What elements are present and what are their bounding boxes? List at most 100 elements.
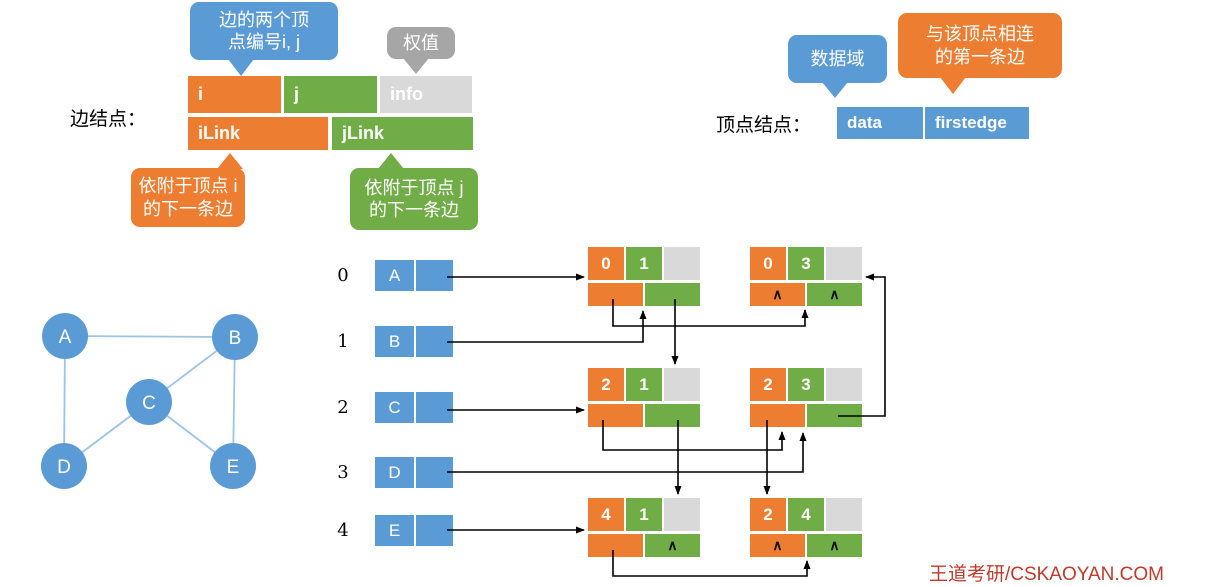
edge-i-cell: 0 bbox=[750, 247, 786, 280]
edge-jlink-cell: ∧ bbox=[807, 283, 862, 306]
callout-line: 数据域 bbox=[810, 48, 865, 69]
edge-j-cell: 4 bbox=[788, 498, 824, 531]
callout-firstedge: 与该顶点相连 的第一条边 bbox=[898, 13, 1062, 94]
edge-jlink-cell bbox=[807, 404, 862, 427]
edge-j-cell: 3 bbox=[788, 247, 824, 280]
callout-line: 的下一条边 bbox=[143, 198, 233, 219]
edge-j-cell: 1 bbox=[626, 498, 662, 531]
arrow-B-firstedge bbox=[447, 310, 647, 343]
edge-info-cell bbox=[826, 498, 862, 531]
proto-data-cell: data bbox=[837, 107, 923, 139]
graph-vertex-label: E bbox=[227, 457, 240, 478]
callout-line: 依附于顶点 j bbox=[364, 177, 464, 198]
vertex-firstedge-cell bbox=[416, 457, 453, 488]
graph-edge-B-E bbox=[232, 336, 236, 467]
edge-node-4-1: 4 1 ∧ bbox=[588, 498, 700, 557]
callout-ilink: 依附于顶点 i 的下一条边 bbox=[131, 153, 245, 227]
vertex-data-cell: E bbox=[375, 515, 414, 546]
proto-ilink-cell: iLink bbox=[188, 117, 328, 150]
callout-data-field: 数据域 bbox=[788, 35, 887, 98]
edge-info-cell bbox=[664, 368, 700, 401]
edge-i-cell: 0 bbox=[588, 247, 624, 280]
graph-vertex-label: B bbox=[229, 328, 242, 349]
vertex-data-cell: C bbox=[375, 392, 414, 423]
vertex-index: 0 bbox=[337, 265, 349, 286]
edge-i-cell: 4 bbox=[588, 498, 624, 531]
callout-edge-endpoints: 边的两个顶 点编号i, j bbox=[190, 2, 338, 76]
watermark: 王道考研/CSKAOYAN.COM bbox=[928, 564, 1164, 585]
graph-vertex-D bbox=[41, 443, 87, 489]
edge-node-0-1: 0 1 bbox=[588, 247, 700, 306]
edge-jlink-cell: ∧ bbox=[807, 534, 862, 557]
callout-line: 依附于顶点 i bbox=[138, 176, 238, 196]
graph-vertex-B bbox=[212, 314, 258, 360]
edge-j-cell: 1 bbox=[626, 368, 662, 401]
vertex-row-C: 2 C bbox=[330, 392, 455, 423]
edge-node-2-1: 2 1 bbox=[588, 368, 700, 427]
callout-weight: 权值 bbox=[387, 27, 455, 74]
arrow-D-firstedge bbox=[447, 432, 807, 473]
edge-ilink-cell bbox=[588, 534, 643, 557]
vertex-row-B: 1 B bbox=[330, 326, 455, 357]
edge-jlink-cell bbox=[645, 404, 700, 427]
edge-j-cell: 3 bbox=[788, 368, 824, 401]
graph-vertices: A B C D E bbox=[41, 313, 258, 489]
graph-edge-B-C bbox=[148, 336, 236, 403]
graph-vertex-label: A bbox=[59, 327, 72, 348]
vertex-index: 3 bbox=[337, 462, 349, 483]
callout-line: 点编号i, j bbox=[228, 32, 300, 52]
proto-firstedge-cell: firstedge bbox=[925, 107, 1029, 139]
graph-vertex-C bbox=[126, 379, 172, 425]
vertex-row-E: 4 E bbox=[330, 515, 455, 546]
callout-line: 的下一条边 bbox=[369, 200, 459, 220]
vertex-firstedge-cell bbox=[416, 392, 453, 423]
proto-info-cell: info bbox=[380, 76, 472, 113]
graph-vertex-label: C bbox=[142, 393, 156, 414]
edge-ilink-cell bbox=[588, 283, 643, 306]
edge-info-cell bbox=[826, 368, 862, 401]
callout-line: 的第一条边 bbox=[935, 46, 1025, 67]
edge-ilink-cell: ∧ bbox=[750, 534, 805, 557]
edge-jlink-cell: ∧ bbox=[645, 534, 700, 557]
callout-jlink: 依附于顶点 j 的下一条边 bbox=[350, 153, 478, 230]
edge-i-cell: 2 bbox=[588, 368, 624, 401]
graph-vertex-E bbox=[210, 443, 256, 489]
vertex-data-cell: A bbox=[375, 260, 414, 291]
vertex-index: 4 bbox=[337, 520, 349, 541]
edge-ilink-cell: ∧ bbox=[750, 283, 805, 306]
graph-edge-A-B bbox=[64, 335, 236, 338]
edge-i-cell: 2 bbox=[750, 498, 786, 531]
callout-line: 边的两个顶 bbox=[219, 9, 309, 30]
graph-edge-C-D bbox=[63, 401, 150, 467]
vertex-index: 2 bbox=[337, 397, 349, 418]
vertex-row-D: 3 D bbox=[330, 457, 455, 488]
callout-tail bbox=[217, 153, 243, 169]
vertex-index: 1 bbox=[337, 331, 349, 352]
edge-node-0-3: 0 3 ∧ ∧ bbox=[750, 247, 862, 306]
graph-vertex-A bbox=[42, 313, 88, 359]
edge-node-2-4: 2 4 ∧ ∧ bbox=[750, 498, 862, 557]
edge-info-cell bbox=[664, 247, 700, 280]
edge-info-cell bbox=[664, 498, 700, 531]
graph-edge-C-E bbox=[148, 401, 234, 467]
callout-tail bbox=[403, 58, 429, 74]
proto-jlink-cell: jLink bbox=[332, 117, 473, 150]
vertex-data-cell: B bbox=[375, 326, 414, 357]
proto-j-cell: j bbox=[284, 76, 377, 113]
vertex-data-cell: D bbox=[375, 457, 414, 488]
edge-info-cell bbox=[826, 247, 862, 280]
graph-vertex-label: D bbox=[57, 457, 71, 478]
edge-node-title: 边结点： bbox=[70, 109, 147, 130]
callout-tail bbox=[378, 153, 404, 169]
callout-tail bbox=[822, 82, 848, 98]
edge-ilink-cell bbox=[750, 404, 805, 427]
edge-ilink-cell bbox=[588, 404, 643, 427]
callout-tail bbox=[228, 59, 254, 76]
callout-tail bbox=[940, 77, 966, 94]
vertex-firstedge-cell bbox=[416, 326, 453, 357]
callout-line: 与该顶点相连 bbox=[926, 24, 1034, 44]
edge-jlink-cell bbox=[645, 283, 700, 306]
edge-j-cell: 1 bbox=[626, 247, 662, 280]
edge-i-cell: 2 bbox=[750, 368, 786, 401]
